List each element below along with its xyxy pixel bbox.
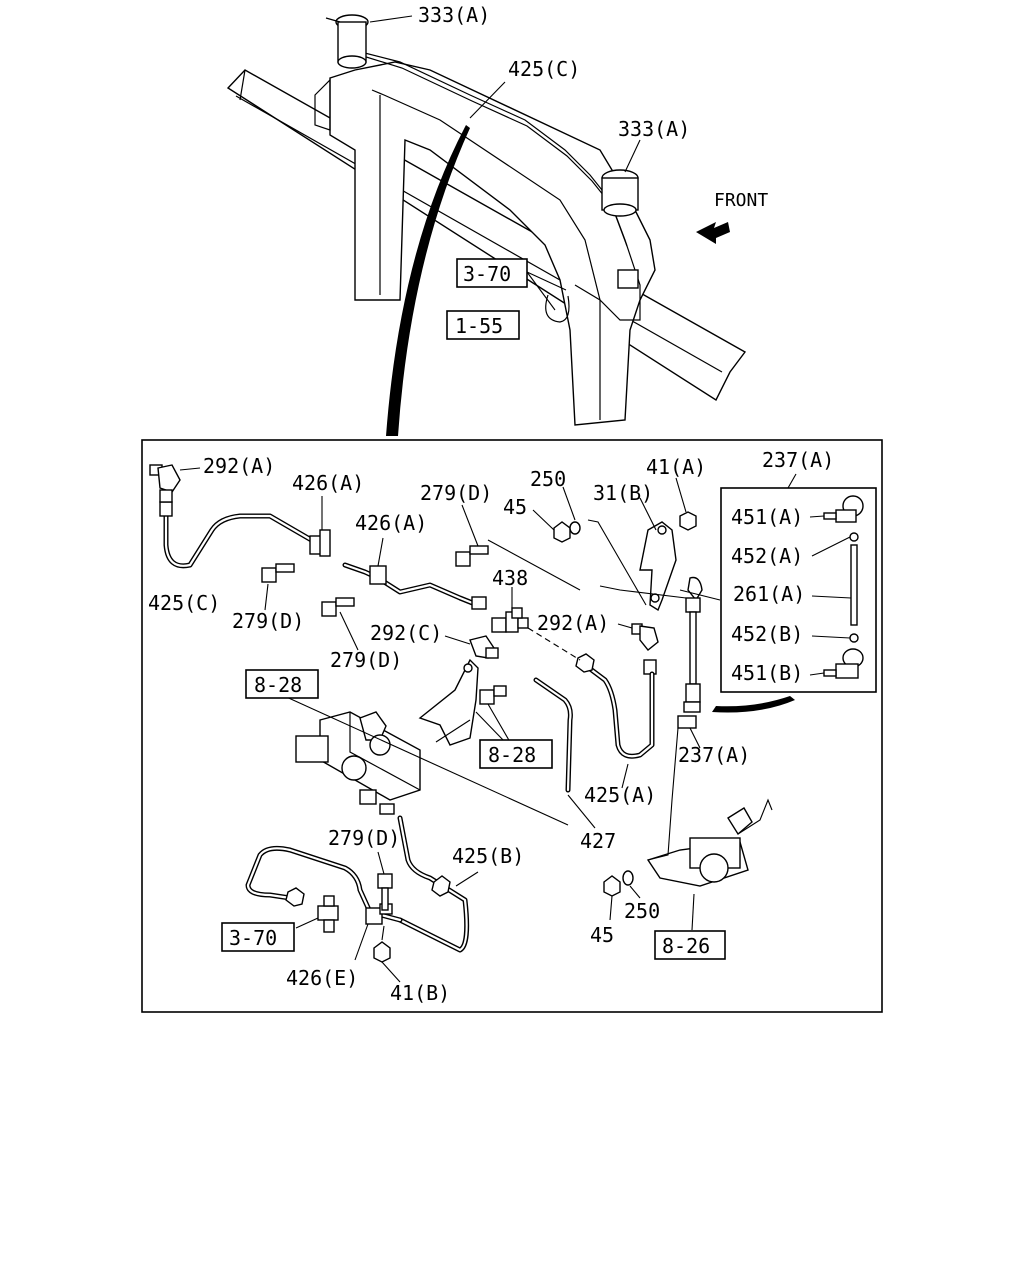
ref-box-3-70-top[interactable] <box>456 258 528 288</box>
label-279d-mid: 279(D) <box>330 648 402 672</box>
front-direction-arrow <box>696 222 730 244</box>
top-frame-assembly <box>226 14 747 436</box>
bolt-279d-mid <box>321 597 355 617</box>
label-425a: 425(A) <box>584 783 656 807</box>
label-279d-top: 279(D) <box>420 481 492 505</box>
label-425b: 425(B) <box>452 844 524 868</box>
pipe-425b <box>397 815 470 953</box>
nut-41b <box>373 941 391 963</box>
tee-connector-3-70 <box>317 895 339 933</box>
label-292c: 292(C) <box>370 621 442 645</box>
pipe-425a <box>575 653 655 759</box>
pipe-loop-left <box>245 845 403 923</box>
inset-item-452a: 452(A) <box>731 544 803 568</box>
ref-8-28-b[interactable]: 8-28 <box>488 743 536 767</box>
abs-sensor-333a-left <box>325 14 369 69</box>
hose-427 <box>533 677 573 793</box>
label-425c-top: 425(C) <box>508 57 580 81</box>
abs-sensor-333a-right <box>601 169 639 289</box>
inset-451a-fitting <box>823 495 864 523</box>
label-427: 427 <box>580 829 616 853</box>
label-425c: 425(C) <box>148 591 220 615</box>
inset-item-452b: 452(B) <box>731 622 803 646</box>
bracket-31b <box>639 521 677 612</box>
label-333a-right: 333(A) <box>618 117 690 141</box>
label-426a-2: 426(A) <box>355 511 427 535</box>
label-426a-1: 426(A) <box>292 471 364 495</box>
label-237a-mid: 237(A) <box>678 743 750 767</box>
inset-item-451a: 451(A) <box>731 505 803 529</box>
ref-3-70-top[interactable]: 3-70 <box>463 262 511 286</box>
label-45-top: 45 <box>503 495 527 519</box>
label-426e: 426(E) <box>286 966 358 990</box>
hose-237a <box>677 576 703 729</box>
ref-box-8-26[interactable] <box>654 930 726 960</box>
inset-261a-hose <box>850 544 858 626</box>
ref-8-26[interactable]: 8-26 <box>662 934 710 958</box>
inset-pointer-arrow <box>712 696 795 713</box>
front-label: FRONT <box>714 190 768 211</box>
detail-callout-arrow <box>386 125 470 436</box>
clip-426a-1 <box>309 529 331 557</box>
label-292a-mid: 292(A) <box>537 611 609 635</box>
label-438: 438 <box>492 566 528 590</box>
label-250-low: 250 <box>624 899 660 923</box>
brake-actuator-8-26 <box>646 807 753 887</box>
washer-250-top <box>569 521 581 535</box>
pipe-425c <box>159 501 323 569</box>
tee-438 <box>491 607 529 633</box>
label-41a: 41(A) <box>646 455 706 479</box>
inset-item-451b: 451(B) <box>731 661 803 685</box>
ref-box-1-55[interactable] <box>446 310 520 340</box>
label-279d-low: 279(D) <box>328 826 400 850</box>
ref-1-55[interactable]: 1-55 <box>455 314 503 338</box>
ref-box-3-70-low[interactable] <box>221 922 295 952</box>
ref-box-8-28-b[interactable] <box>479 739 553 769</box>
nut-41a <box>679 511 697 531</box>
label-250-top: 250 <box>530 467 566 491</box>
nut-45-top <box>553 521 571 543</box>
bolt-279d-top <box>455 545 489 567</box>
frame-crossmember <box>329 61 656 426</box>
ref-8-28-a[interactable]: 8-28 <box>254 673 302 697</box>
label-333a-top: 333(A) <box>418 3 490 27</box>
fitting-292a-top <box>149 464 181 503</box>
inset-451b-fitting <box>823 648 864 679</box>
inset-title: 237(A) <box>762 448 834 472</box>
pipe-426a-section <box>342 562 487 610</box>
label-279d-left: 279(D) <box>232 609 304 633</box>
ref-box-8-28-a[interactable] <box>245 669 319 699</box>
nut-45-low <box>603 875 621 897</box>
ref-3-70-low[interactable]: 3-70 <box>229 926 277 950</box>
washer-250-low <box>622 870 634 886</box>
bolt-279d-left <box>261 563 295 583</box>
label-45-low: 45 <box>590 923 614 947</box>
bolt-8-28 <box>479 685 507 705</box>
label-41b: 41(B) <box>390 981 450 1005</box>
elbow-292a-mid <box>631 623 659 675</box>
bolt-279d-low <box>377 873 393 911</box>
inset-parts <box>809 495 864 679</box>
elbow-292c <box>469 635 499 659</box>
inset-item-261a: 261(A) <box>733 582 805 606</box>
inset-452b-washer <box>849 633 859 643</box>
pressure-valve-assembly <box>295 711 421 815</box>
label-292a-top: 292(A) <box>203 454 275 478</box>
label-31b: 31(B) <box>593 481 653 505</box>
detail-frame <box>141 439 883 1013</box>
valve-bracket <box>418 658 479 746</box>
inset-452a-washer <box>849 532 859 542</box>
